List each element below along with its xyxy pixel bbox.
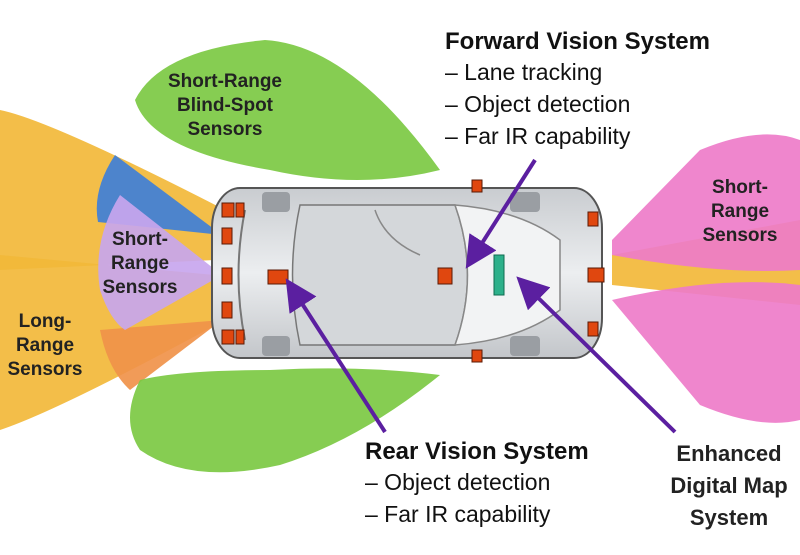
rear-vision-title: Rear Vision System [365,438,589,465]
forward-vision-title: Forward Vision System [445,28,710,55]
digital-map-unit [493,254,505,296]
sensor-markers [221,179,605,363]
rear-vision-block: Rear Vision System – Object detection – … [365,438,645,530]
sensor [471,179,483,193]
sensor [235,329,245,345]
side-lavender-wedge [98,195,222,330]
front-short-range-cone-lower [612,282,800,423]
rear-vision-arrow [285,278,387,434]
sensor [235,202,245,218]
blind-spot-cone-upper [135,40,440,180]
sensor [221,202,235,218]
sensor [587,267,605,283]
long-range-sensors-label: Long- Range Sensors [7,311,83,380]
enhanced-digital-map-label: Enhanced Digital Map System [670,441,788,530]
sensor [587,321,599,337]
sensor [221,267,233,285]
sensor [587,211,599,227]
sensor [221,301,233,319]
blind-spot-sensors-label: Short-Range Blind-Spot Sensors [168,71,282,140]
sensor [221,227,233,245]
digital-map-arrow [516,276,677,434]
forward-vision-block: Forward Vision System – Lane tracking – … [445,28,775,152]
sensor [471,349,483,363]
callout-arrows [285,158,677,434]
sensor [437,267,453,285]
rear-vision-item: – Object detection [365,469,551,495]
forward-vision-item: – Lane tracking [445,59,603,85]
rear-vision-item: – Far IR capability [365,501,551,527]
forward-vision-item: – Object detection [445,91,631,117]
sensor [221,329,235,345]
sensor [267,269,289,285]
forward-vision-item: – Far IR capability [445,123,631,149]
side-orange-wedge [100,320,222,390]
front-short-range-cone-upper [612,134,800,271]
forward-vision-arrow [465,158,537,269]
right-short-range-sensors-label: Short- Range Sensors [702,177,778,246]
left-short-range-sensors-label: Short- Range Sensors [102,229,178,298]
